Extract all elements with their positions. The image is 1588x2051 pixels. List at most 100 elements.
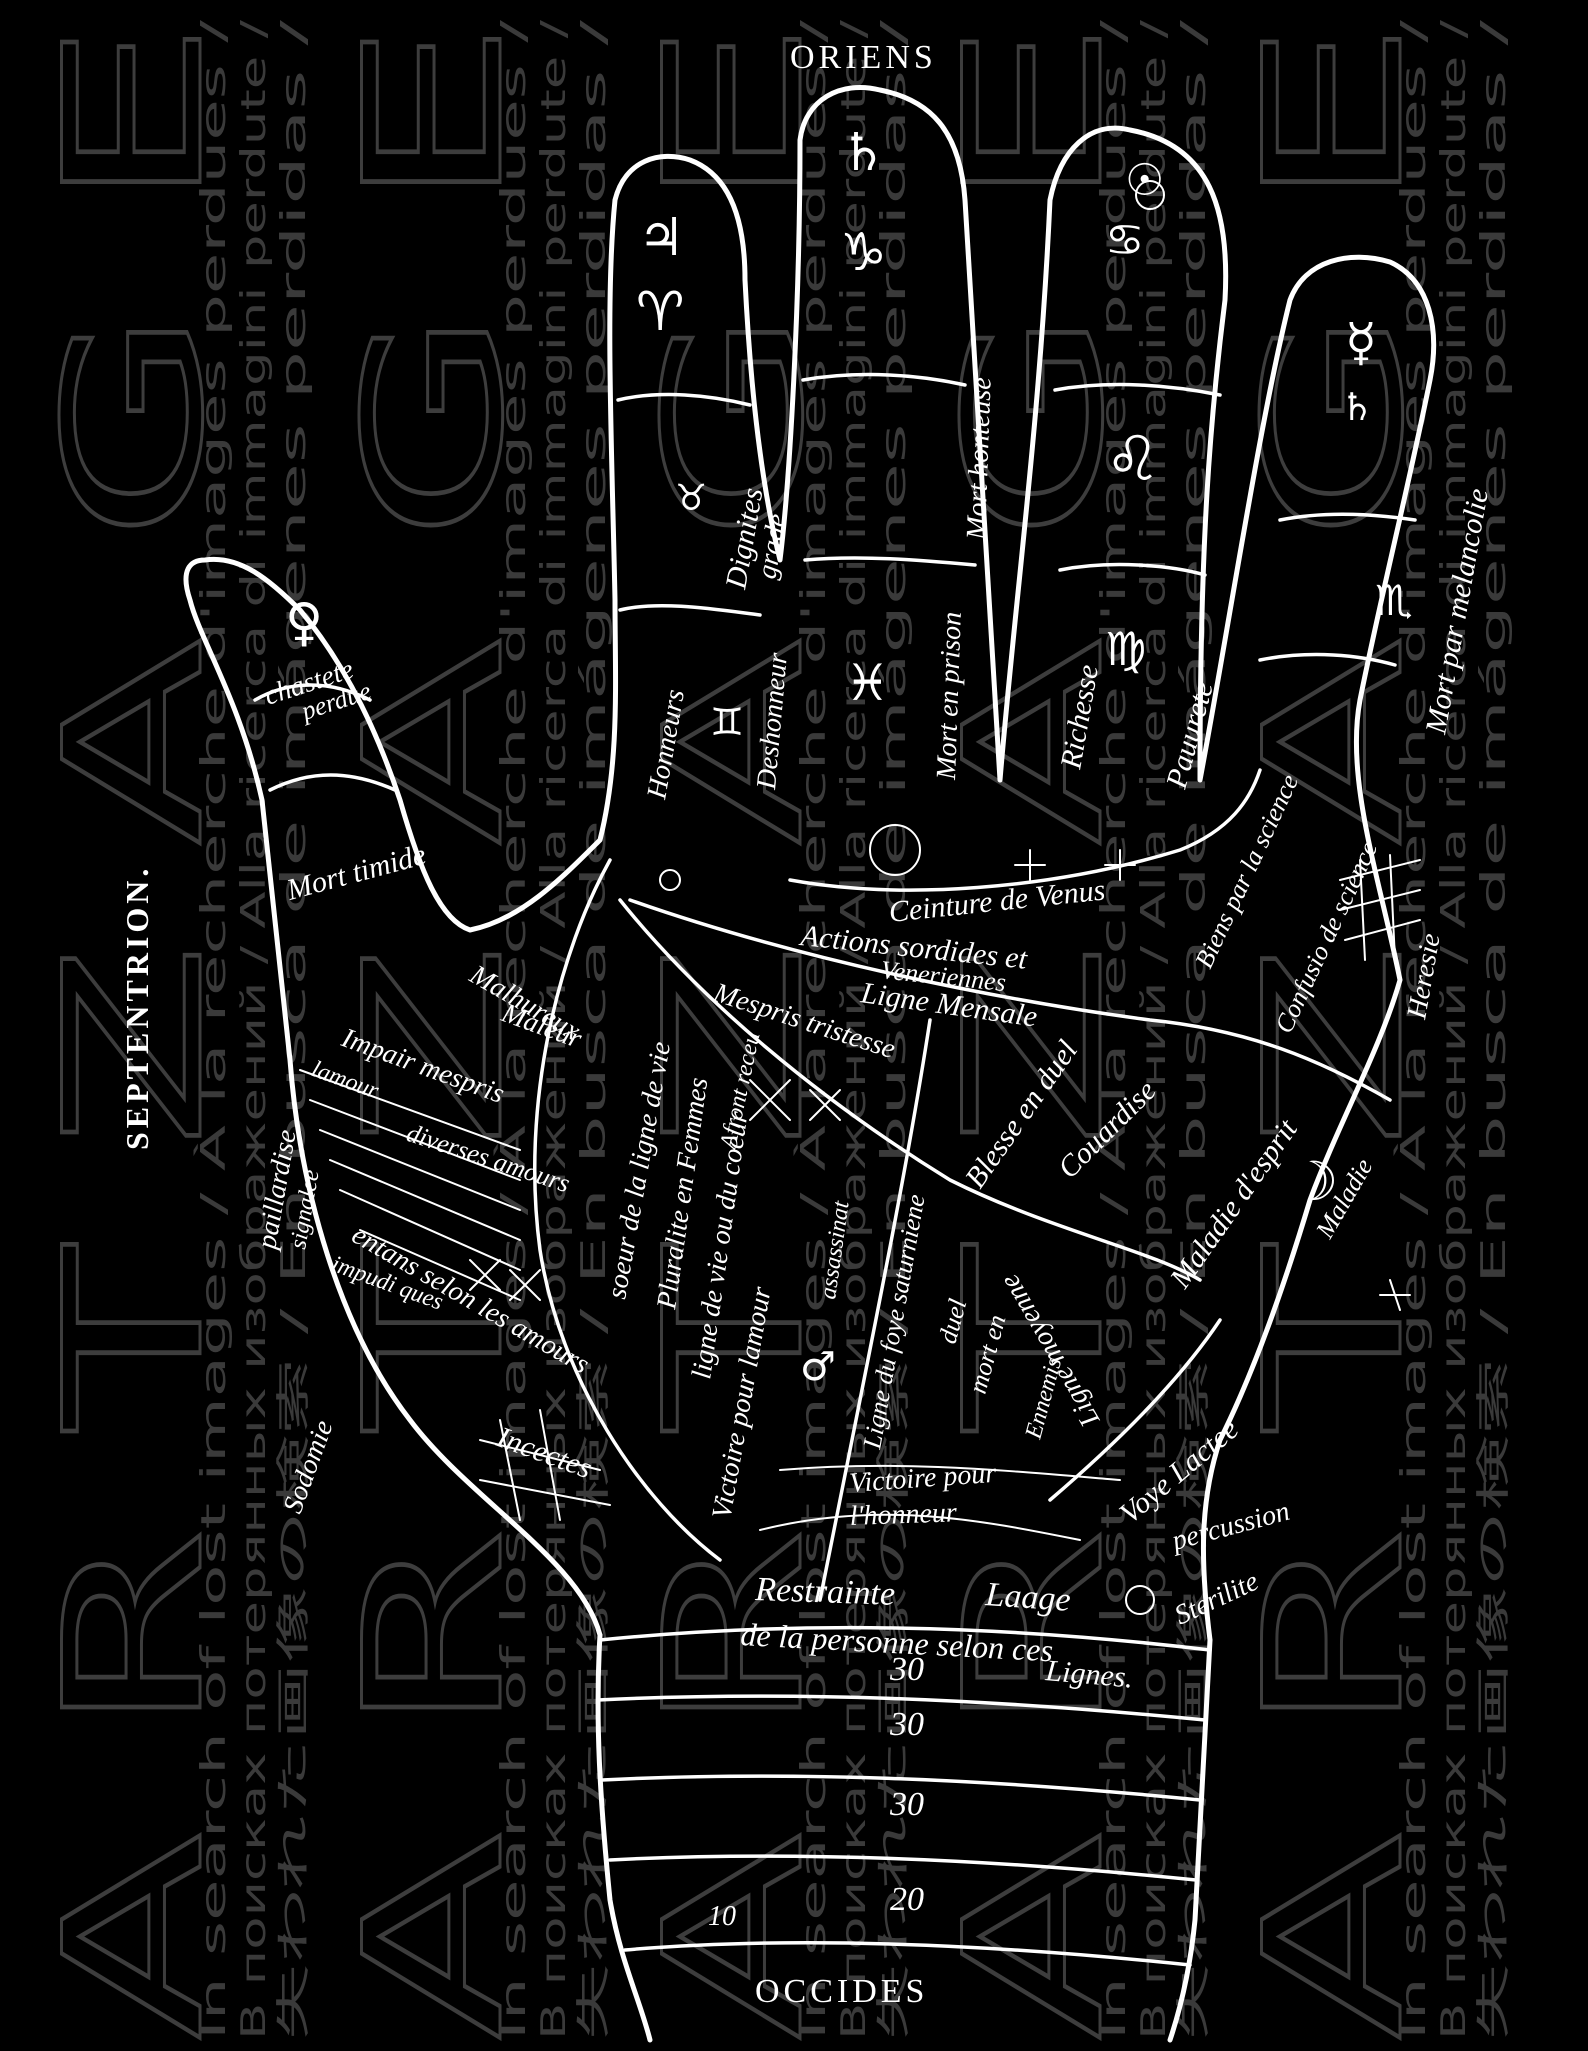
watermark-line-13: In search of lost images / À la recherch…: [1393, 19, 1434, 2040]
ring-circle-3: [1125, 1585, 1155, 1615]
ring-circle-4: [659, 869, 681, 891]
cross-mark-1: [1014, 849, 1046, 881]
rascette-5: [623, 1941, 1192, 1967]
capricorn-icon: ♑: [840, 223, 887, 283]
watermark-line-5: В поисках потерянных изображений / Alla …: [534, 19, 574, 2040]
ring-circle-2: [1135, 180, 1165, 210]
watermark-line-9: 失われた画像の検索 / En busca de imágenes perdida…: [874, 19, 914, 2040]
wrist-right-edge: [1167, 1637, 1213, 2043]
wrist-age-2: 30: [889, 1706, 924, 1743]
watermark-line-7: In search of lost images / À la recherch…: [793, 19, 834, 2040]
hatch-10: [539, 1409, 561, 1521]
watermark-letters-col-3: A R T Z A G E: [624, 20, 845, 2040]
cross-mark-4: [749, 1079, 791, 1121]
watermark-line-11: В поисках потерянных изображений / Alla …: [1134, 19, 1174, 2040]
watermark-letters-col-2: A R T Z A G E: [324, 20, 545, 2040]
rascette-2: [596, 1694, 1207, 1722]
saturn-icon-2: ♄: [1340, 385, 1374, 429]
hatch-5: [339, 1189, 521, 1271]
hatch-6: [359, 1229, 521, 1301]
watermark-big-letters: A R T Z A G E A R T Z A G E A R T Z A G …: [23, 19, 1447, 2042]
wrist-age-5: 10: [708, 1901, 736, 1932]
pisces-icon: ♓: [845, 654, 890, 712]
venus-icon: ♀: [285, 593, 323, 653]
label-mort-honteuse: Mort honteuse: [961, 377, 998, 542]
wrist-left-edge: [595, 1632, 653, 2043]
watermark-letters-col-5: A R T Z A G E: [1224, 20, 1445, 2040]
label-septentrion: SEPTENTRION.: [119, 865, 155, 1150]
watermark-line-1: In search of lost images / À la recherch…: [193, 19, 234, 2040]
watermark-line-8: В поисках потерянных изображений / Alla …: [834, 19, 874, 2040]
hand-outline: [183, 84, 1437, 2043]
hatch-15: [1389, 854, 1396, 961]
aries-icon: ♈: [636, 280, 684, 343]
cross-mark-3: [1379, 1279, 1411, 1311]
cross-mark-6: [469, 1259, 501, 1291]
label-restrainte: Restrainte: [754, 1571, 896, 1613]
voye-lactee: [1048, 1318, 1222, 1502]
middle-phalange-2: [803, 556, 977, 567]
virgo-icon: ♍: [1105, 622, 1146, 676]
cross-mark-5: [809, 1089, 841, 1121]
leo-icon: ♌: [1105, 422, 1161, 495]
hatch-1: [299, 1069, 521, 1151]
label-oriens: ORIENS: [790, 39, 937, 76]
mercury-icon: ☿: [1345, 313, 1377, 373]
hatch-13: [1344, 919, 1421, 941]
watermark-line-2: В поисках потерянных изображений / Alla …: [234, 19, 274, 2040]
watermark-line-4: In search of lost images / À la recherch…: [493, 19, 534, 2040]
saturn-icon: ♄: [840, 123, 887, 183]
thumb-phalange-2: [253, 683, 372, 702]
rascette-3: [600, 1774, 1202, 1802]
sun-icon: ☉: [1125, 155, 1164, 206]
astro-symbols: ♃ ♈ ♄ ♑ ☉ ♋ ♌ ☿ ♄ ♏ ♍ ♀ ♊ ♉ ♓ ☽ ♂: [285, 123, 1413, 1390]
cancer-icon: ♋: [1105, 215, 1144, 266]
label-laage: Laage: [983, 1576, 1071, 1619]
watermark-line-14: В поисках потерянных изображений / Alla …: [1434, 19, 1474, 2040]
watermark-line-10: In search of lost images / À la recherch…: [1093, 19, 1134, 2040]
hatch-11: [1339, 859, 1421, 881]
jupiter-icon: ♃: [638, 208, 685, 268]
ligne-de-vie: [533, 858, 722, 1562]
label-lhonneur: l'honneur: [849, 1497, 957, 1532]
label-mort-en-prison: Mort en prison: [931, 611, 968, 781]
wrist-age-3: 30: [889, 1786, 924, 1823]
watermark-line-6: 失われた画像の検索 / En busca de imágenes perdida…: [574, 19, 614, 2040]
little-phalange-2: [1258, 652, 1397, 667]
ligne-mensale: [628, 898, 1392, 1102]
little-phalange-1: [1278, 512, 1417, 522]
hatch-4: [329, 1159, 521, 1241]
watermark-layer: A R T Z A G E A R T Z A G E A R T Z A G …: [23, 19, 1515, 2042]
index-phalange-2: [618, 603, 762, 617]
hatch-3: [319, 1129, 521, 1211]
taurus-icon: ♉: [675, 478, 707, 519]
wrist-age-1: 30: [889, 1651, 924, 1688]
moon-icon: ☽: [1290, 1150, 1338, 1213]
cross-mark-2: [1104, 849, 1136, 881]
ring-phalange-2: [1058, 562, 1207, 577]
ligne-saturniene: [818, 1018, 932, 1602]
compass-labels: ORIENS OCCIDES SEPTENTRION.: [119, 39, 937, 2010]
gemini-icon: ♊: [710, 700, 744, 744]
mars-icon: ♂: [800, 1344, 836, 1390]
sub-line-1: [779, 1464, 1121, 1481]
ring-circle-1: [869, 824, 921, 876]
hatch-7: [479, 1439, 601, 1471]
hatch-12: [1339, 889, 1421, 911]
thumb-phalange-1: [268, 773, 397, 792]
watermark-line-3: 失われた画像の検索 / En busca de imágenes perdida…: [274, 19, 314, 2040]
label-occides: OCCIDES: [755, 1973, 928, 2010]
watermark-letters-col-1: A R T Z A G E: [24, 20, 245, 2040]
hatch-14: [1359, 859, 1366, 961]
rascette-4: [608, 1854, 1198, 1882]
middle-phalange-1: [801, 372, 967, 387]
wrist-age-4: 20: [890, 1881, 924, 1918]
rascette-1: [598, 1625, 1212, 1652]
watermark-line-15: 失われた画像の検索 / En busca de imágenes perdida…: [1474, 19, 1514, 2040]
hatch-9: [499, 1419, 521, 1521]
index-phalange-1: [616, 392, 752, 407]
scorpio-icon: ♏: [1375, 576, 1413, 625]
hatch-2: [309, 1099, 521, 1181]
